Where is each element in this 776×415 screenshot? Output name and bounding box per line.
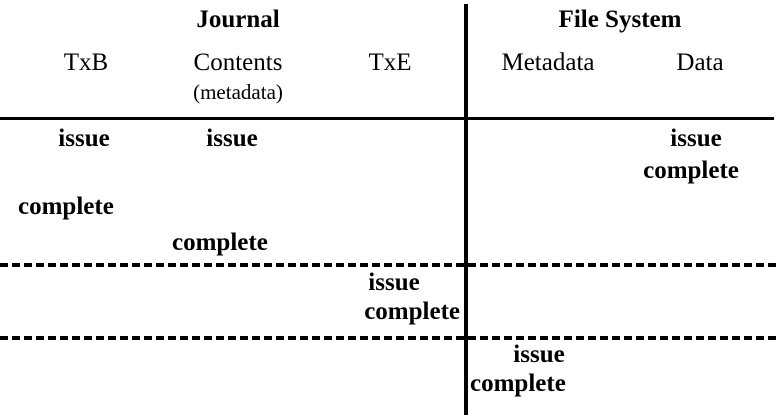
cell-row1-contents-complete: complete xyxy=(172,229,268,256)
cell-row1-data-issue: issue xyxy=(670,125,722,152)
cell-row3-metadata-complete: complete xyxy=(470,370,566,397)
journal-filesystem-divider xyxy=(464,4,468,415)
header-rule xyxy=(0,117,774,120)
row-separator-1 xyxy=(0,263,776,267)
column-header-data: Data xyxy=(676,49,724,76)
column-header-metadata: Metadata xyxy=(501,49,595,76)
column-header-txb: TxB xyxy=(63,49,109,76)
cell-row2-txe-issue: issue xyxy=(368,269,420,296)
column-header-contents: Contents xyxy=(193,49,283,76)
column-header-txe: TxE xyxy=(368,49,412,76)
cell-row1-data-complete: complete xyxy=(643,157,739,184)
group-header-file-system: File System xyxy=(558,6,682,33)
cell-row2-txe-complete: complete xyxy=(364,298,460,325)
cell-row1-txb-issue: issue xyxy=(58,125,110,152)
cell-row1-txb-complete: complete xyxy=(18,193,114,220)
group-header-journal: Journal xyxy=(196,6,280,33)
column-header-contents-sublabel: (metadata) xyxy=(193,80,283,104)
cell-row3-metadata-issue: issue xyxy=(513,341,565,368)
cell-row1-contents-issue: issue xyxy=(206,125,258,152)
row-separator-2 xyxy=(0,336,776,340)
